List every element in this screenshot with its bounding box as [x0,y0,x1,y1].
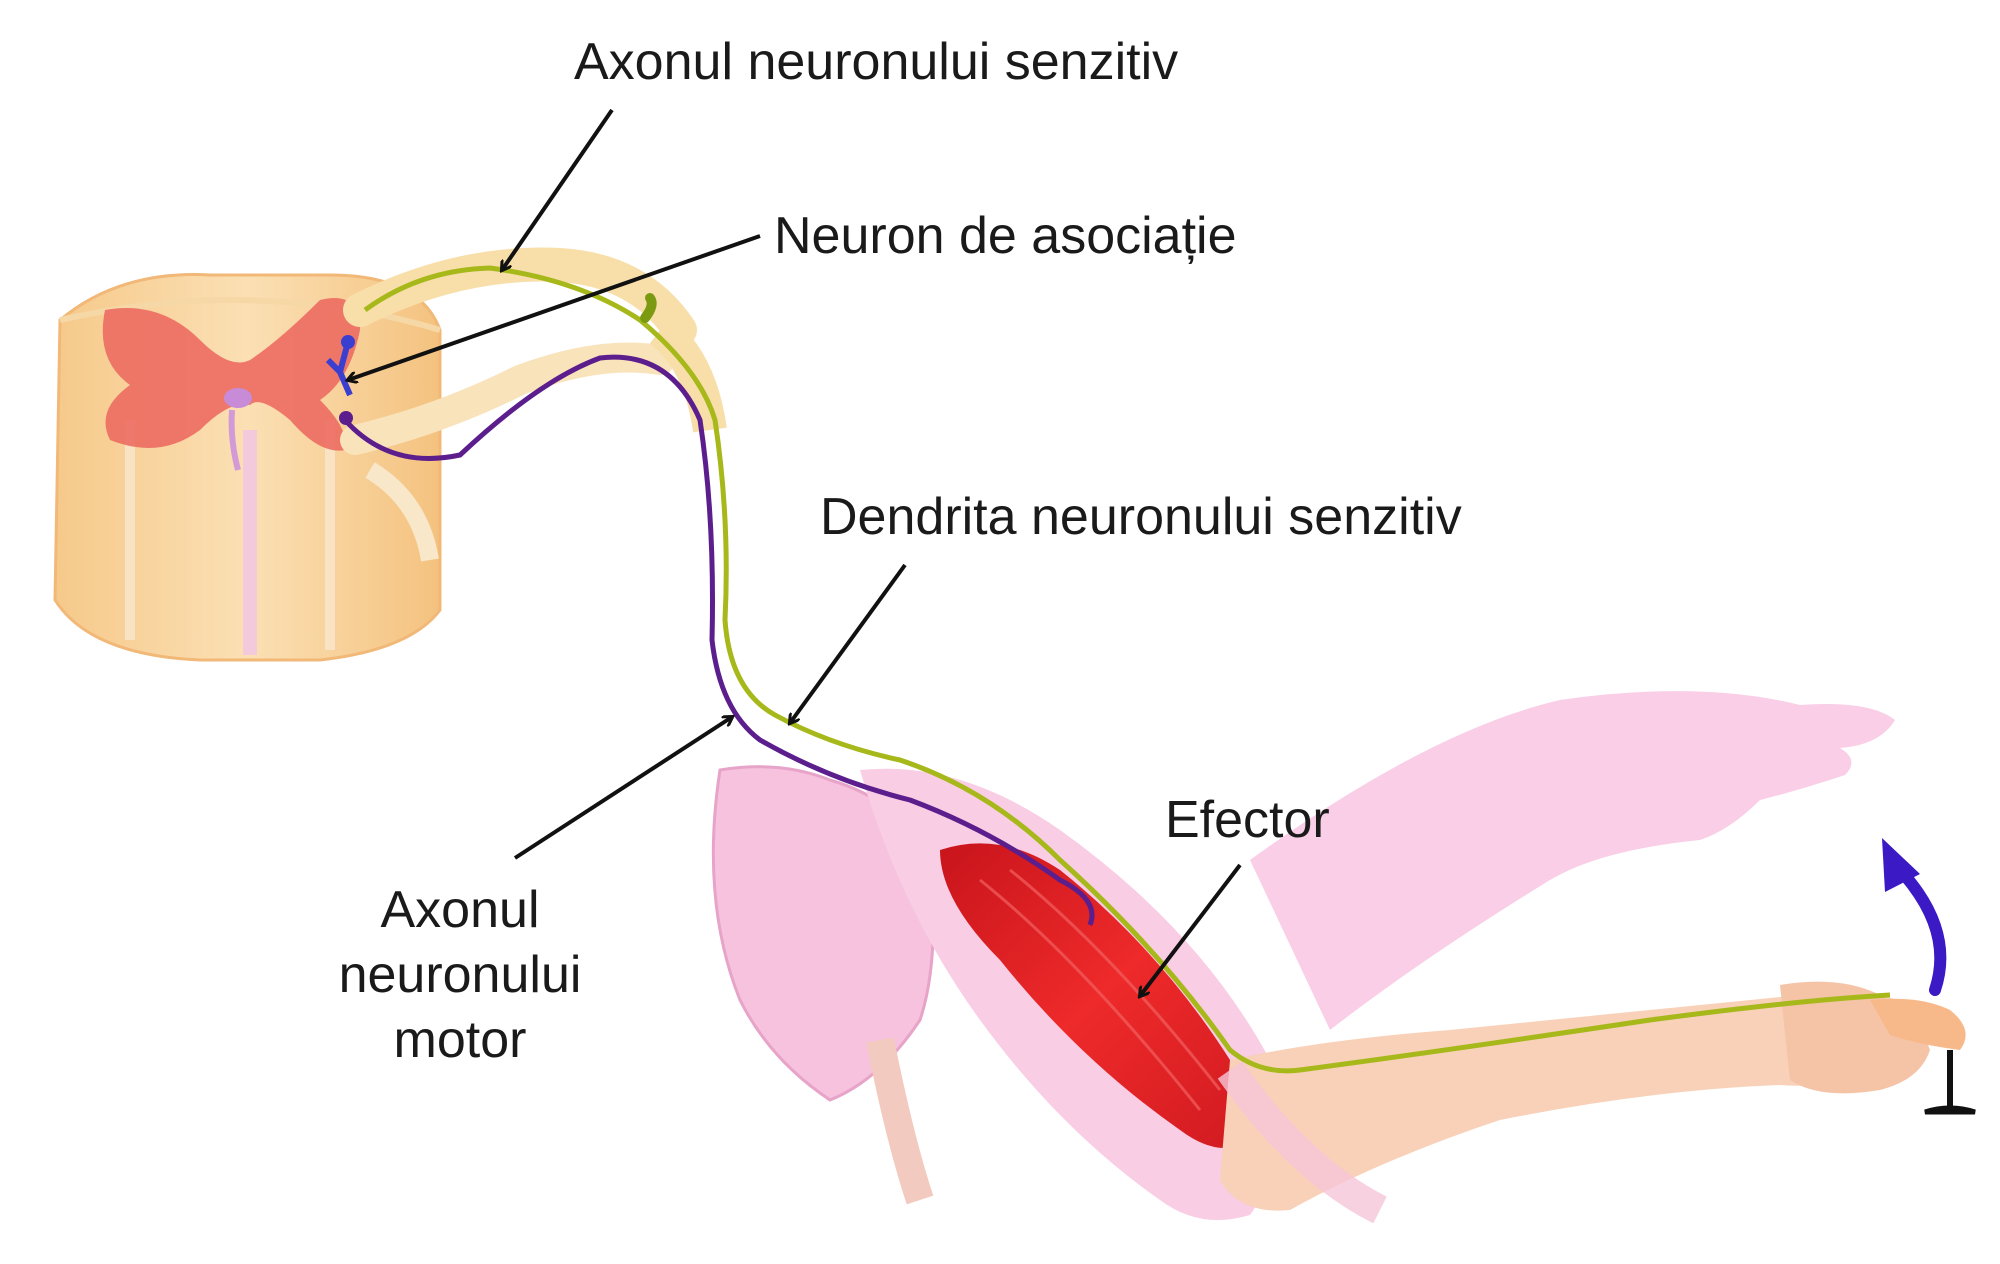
effector-label: Efector [1165,791,1330,849]
arm [711,691,1976,1224]
association-neuron [325,335,355,425]
motor-axon-label-line2: neuronului [338,946,582,1004]
spinal-cord [53,247,727,662]
sensory-dendrite-label: Dendrita neuronului senzitiv [820,488,1462,546]
annotation-arrows [348,108,1242,996]
motor-axon-label-line1: Axonul [380,881,540,939]
sensory-dendrite-pointer [790,563,907,723]
motor-axon-label: Axonul neuronului motor [310,878,610,1073]
sensory-axon-pointer [502,108,614,270]
biceps-muscle [940,843,1257,1148]
sensory-axon-label: Axonul neuronului senzitiv [574,33,1179,91]
central-canal [224,388,252,408]
sensory-neuron-path [363,265,1891,1074]
sensory-ganglion [640,293,657,323]
motor-neuron-path [343,354,1095,926]
neurons [325,265,1891,1074]
motor-axon-pointer [513,717,732,860]
grey-matter [102,298,361,451]
association-neuron-label: Neuron de asociație [774,207,1237,265]
movement-arrow [1882,838,1947,996]
motor-axon-label-line3: motor [393,1011,527,1069]
association-neuron-pointer [348,234,761,380]
effector-pointer [1140,863,1242,996]
